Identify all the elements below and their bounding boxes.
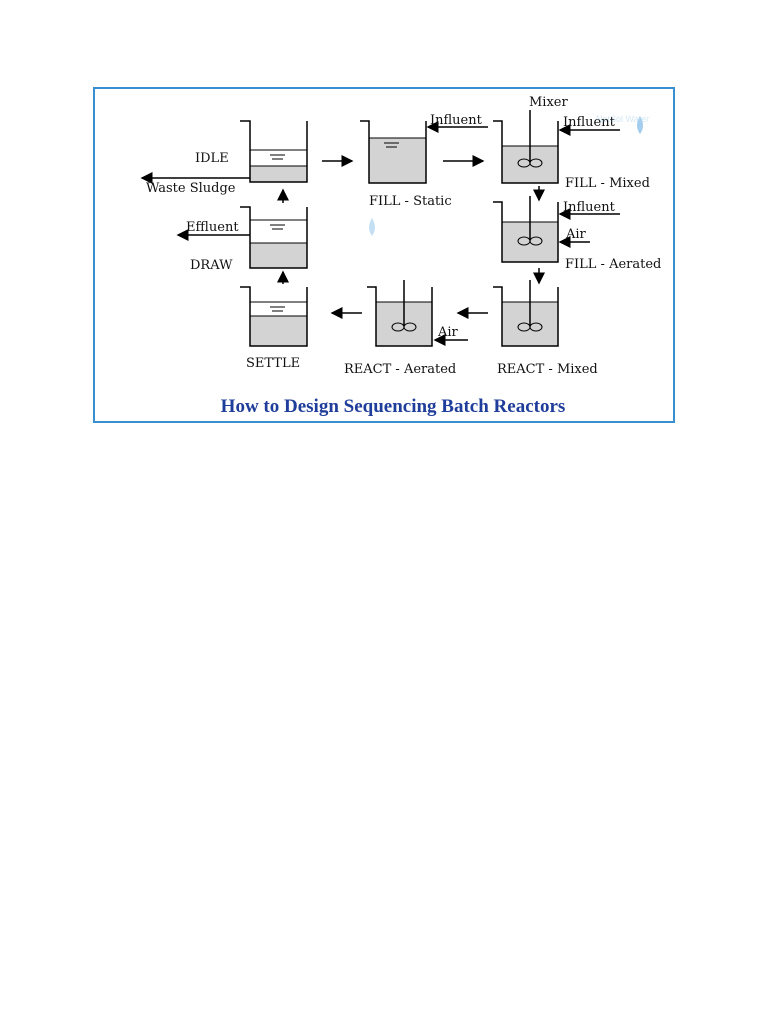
fill-aerated-label: FILL - Aerated — [565, 257, 661, 272]
fill-mixed-tank — [493, 110, 559, 184]
influent-label-3: Influent — [563, 200, 616, 215]
draw-label: DRAW — [190, 258, 233, 273]
air-label-1: Air — [565, 227, 587, 242]
react-aerated-tank — [367, 280, 433, 347]
air-label-2: Air — [437, 325, 459, 340]
mixer-label: Mixer — [529, 95, 568, 110]
settle-tank — [240, 286, 308, 347]
watermark-text: NetSol Water — [596, 114, 649, 124]
settle-label: SETTLE — [246, 356, 300, 371]
waste-sludge-label: Waste Sludge — [146, 181, 236, 196]
idle-tank — [240, 120, 308, 183]
draw-tank — [240, 206, 308, 269]
diagram-title: How to Design Sequencing Batch Reactors — [221, 396, 566, 417]
react-aerated-label: REACT - Aerated — [344, 362, 456, 377]
watermark-logo: NetSol Water — [596, 114, 649, 134]
fill-static-tank — [360, 120, 427, 184]
fill-mixed-label: FILL - Mixed — [565, 176, 650, 191]
influent-label-1: Influent — [430, 113, 483, 128]
fill-aerated-tank — [493, 196, 559, 263]
influent-label-2: Influent — [563, 115, 616, 130]
effluent-label: Effluent — [186, 220, 239, 235]
react-mixed-label: REACT - Mixed — [497, 362, 598, 377]
fill-static-label: FILL - Static — [369, 194, 452, 209]
idle-label: IDLE — [195, 151, 229, 166]
watermark-logo-2 — [369, 218, 375, 236]
react-mixed-tank — [493, 280, 559, 347]
